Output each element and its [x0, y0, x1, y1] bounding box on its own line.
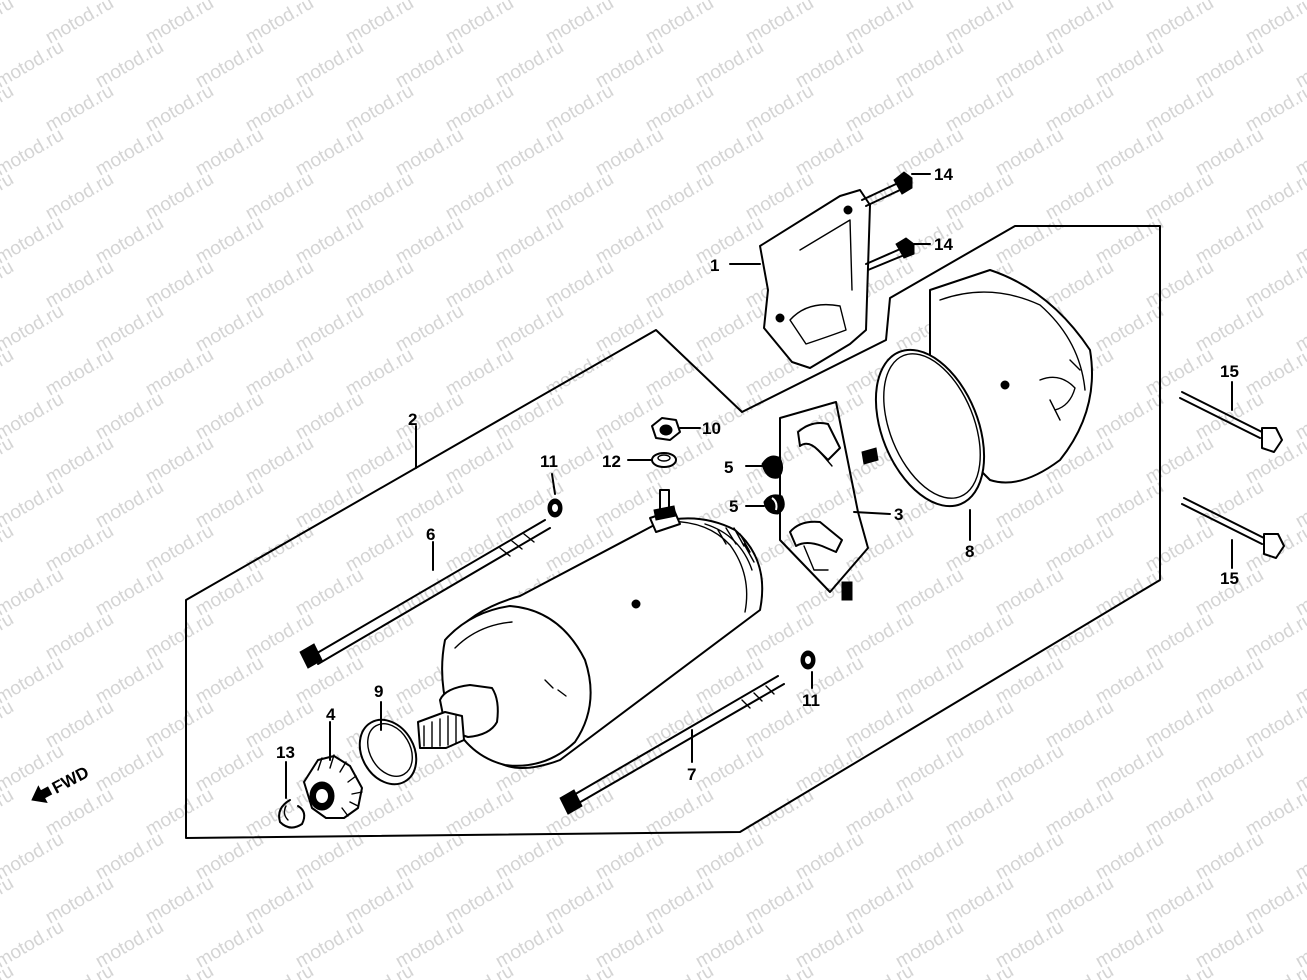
watermark-text: motod.ru [242, 961, 317, 980]
callout-1: 1 [710, 256, 719, 275]
watermark-text: motod.ru [0, 257, 17, 313]
watermark-text: motod.ru [0, 301, 67, 357]
watermark-text: motod.ru [1142, 961, 1217, 980]
bolt-14-upper [861, 171, 913, 207]
starter-motor [417, 489, 764, 770]
watermark-text: motod.ru [942, 961, 1017, 980]
watermark-text: motod.ru [342, 961, 417, 980]
forward-arrow-icon [31, 785, 53, 803]
watermark-text: motod.ru [0, 0, 17, 48]
washer-12 [651, 452, 677, 468]
callout-5-lower: 5 [729, 497, 738, 516]
callout-6: 6 [426, 525, 435, 544]
watermark-text: motod.ru [0, 125, 67, 181]
leader-lines [285, 173, 1233, 799]
o-ring-9 [358, 718, 418, 786]
rear-housing-8 [874, 269, 1093, 508]
callout-11-lower: 11 [802, 691, 820, 710]
callout-13: 13 [276, 743, 295, 762]
callout-7: 7 [687, 765, 696, 784]
watermark-text: motod.ru [0, 521, 17, 577]
watermark-text: motod.ru [0, 697, 17, 753]
washer-11-upper [547, 498, 563, 518]
brush-5-upper [761, 455, 784, 479]
callout-12: 12 [602, 452, 621, 471]
watermark-text: motod.ru [0, 653, 67, 709]
callout-8: 8 [965, 542, 974, 561]
callout-9: 9 [374, 682, 383, 701]
watermark-text: motod.ru [842, 961, 917, 980]
callout-2: 2 [408, 410, 417, 429]
watermark-text: motod.ru [0, 81, 17, 137]
watermark-text: motod.ru [0, 565, 67, 621]
watermark-text: motod.ru [542, 961, 617, 980]
callout-14-lower: 14 [934, 235, 953, 254]
watermark-text: motod.ru [0, 917, 67, 973]
watermark-text: motod.ru [0, 829, 67, 885]
washer-11-lower [800, 650, 816, 670]
gear-4 [303, 754, 363, 819]
watermark-text: motod.ru [0, 785, 17, 841]
watermark-text: motod.ru [0, 169, 17, 225]
brush-holder-set-3 [779, 401, 879, 601]
watermark-text: motod.ru [742, 961, 817, 980]
nut-10 [651, 417, 681, 441]
watermark-text: motod.ru [0, 37, 67, 93]
callout-labels: 1 2 3 4 5 5 6 7 8 9 10 11 11 12 13 14 14… [276, 165, 1239, 784]
callout-11-upper: 11 [540, 452, 558, 471]
watermark-text: motod.ru [42, 961, 117, 980]
long-bolt-7 [559, 675, 785, 815]
fwd-label: FWD [49, 763, 92, 798]
callout-14-upper: 14 [934, 165, 953, 184]
bolt-14-lower [865, 237, 915, 271]
watermark-text: motod.ru [642, 961, 717, 980]
bolt-15-lower [1181, 497, 1285, 559]
assembly-outline [185, 225, 1161, 839]
bolt-15-upper [1179, 391, 1283, 453]
watermark-text: motod.ru [0, 477, 67, 533]
callout-15-lower: 15 [1220, 569, 1239, 588]
watermark-text: motod.ru [142, 961, 217, 980]
snap-ring-13 [278, 799, 306, 829]
watermark-text: motod.ru [0, 389, 67, 445]
watermark-text: motod.ru [0, 213, 67, 269]
long-bolt-6 [299, 519, 551, 669]
callout-15-upper: 15 [1220, 362, 1239, 381]
watermark-text: motod.ru [0, 873, 17, 929]
bracket-1 [759, 189, 871, 369]
brush-5-lower [763, 494, 785, 515]
watermark-text: motod.ru [442, 961, 517, 980]
callout-5-upper: 5 [724, 458, 733, 477]
callout-4: 4 [326, 705, 336, 724]
callout-10: 10 [702, 419, 721, 438]
watermark-text: motod.ru [1042, 961, 1117, 980]
callout-3: 3 [894, 505, 903, 524]
watermark-text: motod.ru [0, 345, 17, 401]
watermark-text: motod.ru [0, 433, 17, 489]
watermark-text: motod.ru [0, 609, 17, 665]
